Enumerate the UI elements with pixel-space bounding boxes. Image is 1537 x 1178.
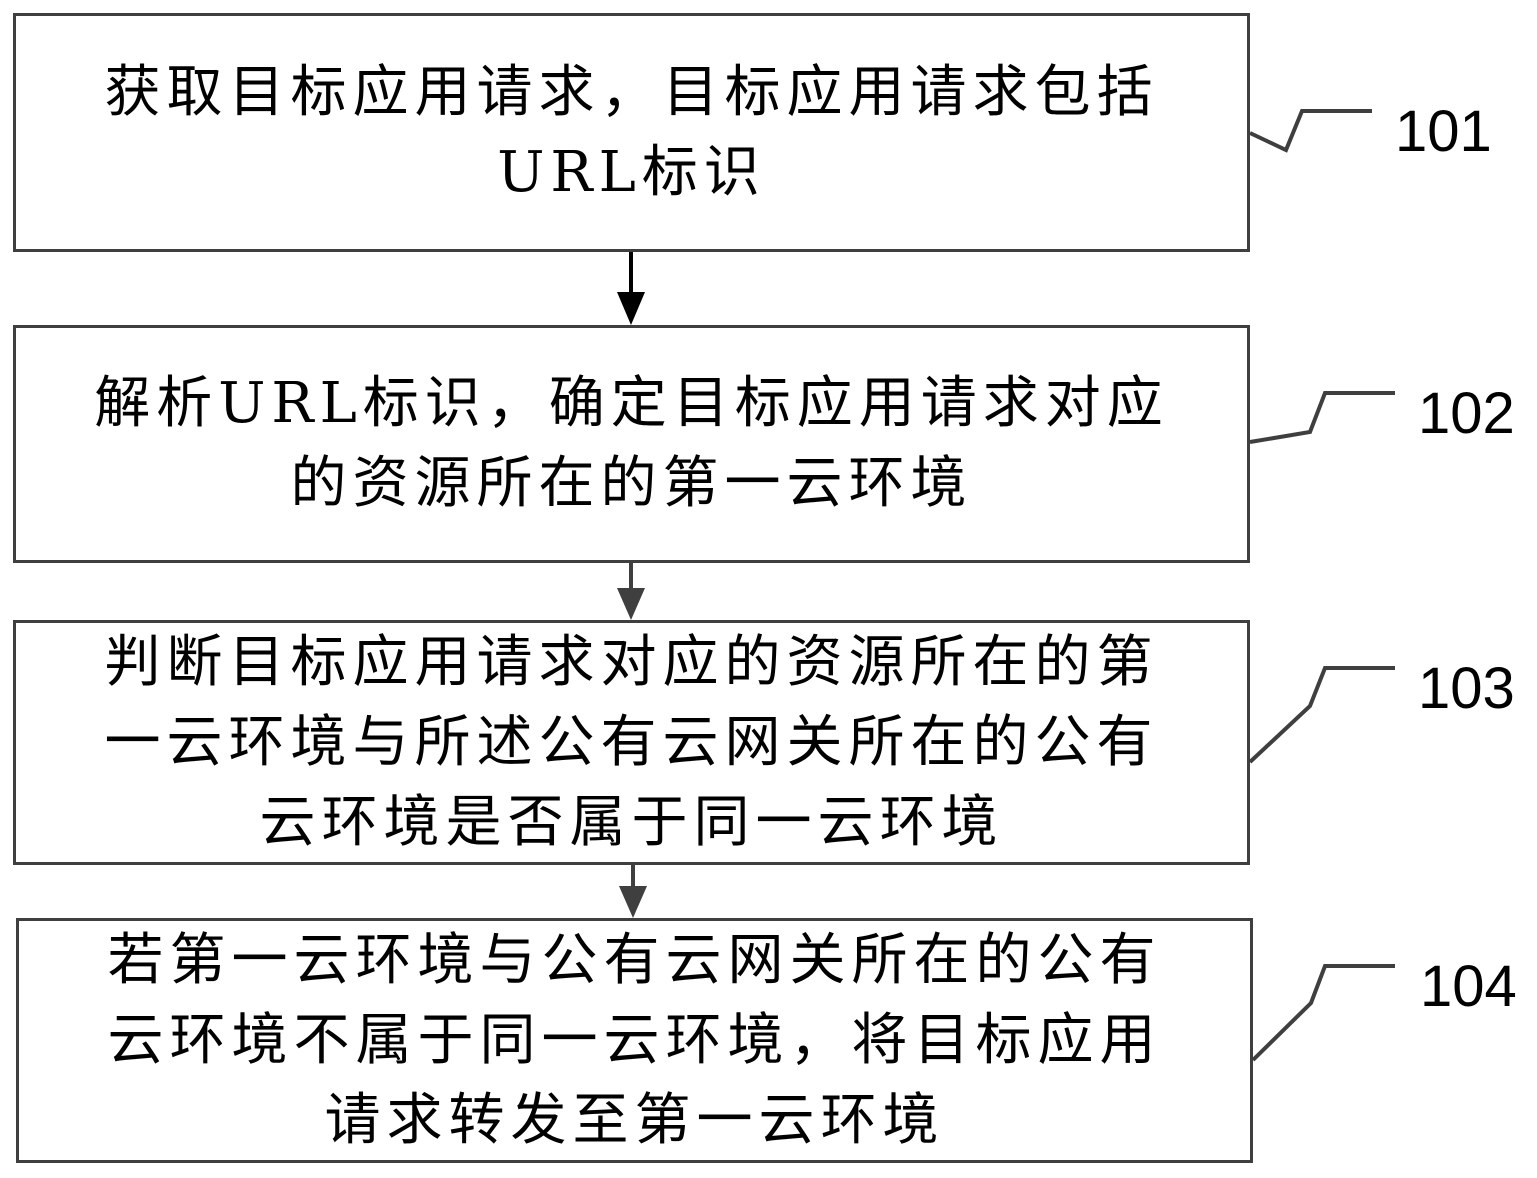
- leader-line-104: [1251, 964, 1395, 1062]
- step-box-104: 若第一云环境与公有云网关所在的公有 云环境不属于同一云环境，将目标应用 请求转发…: [16, 918, 1253, 1163]
- step-104-line-2: 云环境不属于同一云环境，将目标应用: [107, 1007, 1162, 1073]
- step-label-102: 102: [1418, 381, 1515, 446]
- step-label-101: 101: [1395, 99, 1492, 164]
- step-102-line-1: 解析URL标识，确定目标应用请求对应: [94, 371, 1169, 436]
- step-102-line-2: 的资源所在的第一云环境: [290, 451, 973, 516]
- leader-line-102: [1249, 391, 1395, 444]
- step-103-line-1: 判断目标应用请求对应的资源所在的第: [104, 629, 1159, 695]
- step-label-104: 104: [1420, 954, 1517, 1019]
- step-label-103: 103: [1418, 656, 1515, 721]
- step-101-line-2: URL标识: [497, 139, 766, 205]
- step-103-line-2: 一云环境与所述公有云网关所在的公有: [104, 709, 1159, 775]
- arrow-103-to-104: [619, 865, 647, 918]
- step-104-line-3: 请求转发至第一云环境: [324, 1087, 945, 1153]
- step-box-103: 判断目标应用请求对应的资源所在的第 一云环境与所述公有云网关所在的公有 云环境是…: [13, 620, 1250, 865]
- leader-line-103: [1248, 666, 1395, 764]
- arrow-102-to-103: [617, 563, 645, 620]
- step-104-line-1: 若第一云环境与公有云网关所在的公有: [107, 927, 1162, 993]
- step-101-line-1: 获取目标应用请求，目标应用请求包括: [104, 59, 1159, 125]
- arrow-101-to-102: [617, 252, 645, 325]
- leader-line-101: [1249, 109, 1372, 153]
- step-box-102: 解析URL标识，确定目标应用请求对应 的资源所在的第一云环境: [13, 325, 1250, 563]
- step-103-line-3: 云环境是否属于同一云环境: [259, 789, 1004, 855]
- step-box-101: 获取目标应用请求，目标应用请求包括 URL标识: [13, 13, 1250, 252]
